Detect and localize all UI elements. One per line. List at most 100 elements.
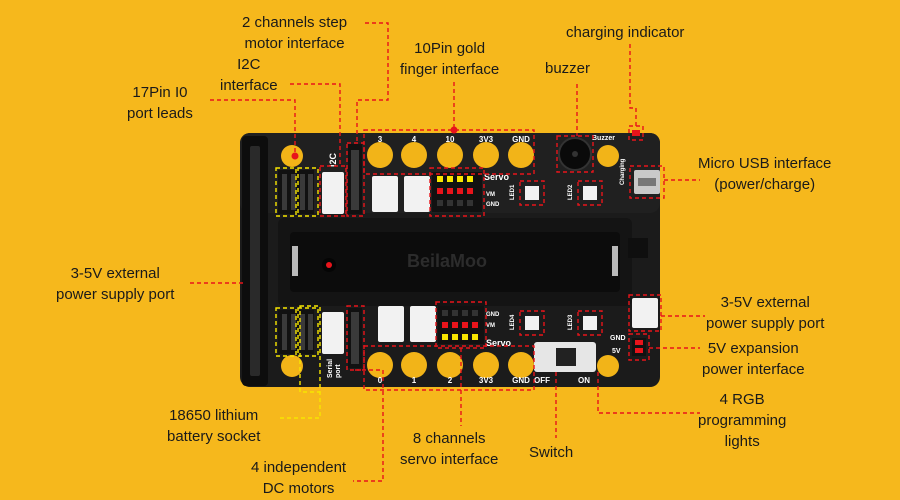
rgb-led: [525, 316, 539, 330]
i2c-silk-label: I2C: [328, 153, 338, 168]
top-pad: [508, 142, 534, 168]
box-expansion-5v: [628, 333, 650, 361]
leader-dot-port-leads: [291, 152, 299, 160]
label-rgb-lights: 4 RGB programming lights: [698, 389, 786, 452]
box-micro-usb: [629, 165, 665, 199]
top-pad: [437, 142, 463, 168]
label-step-motor: 2 channels step motor interface: [242, 12, 347, 54]
micro-usb-opening: [638, 178, 656, 186]
leader-port-leads: [210, 99, 296, 156]
top-pad: [473, 142, 499, 168]
box-led-bottom-2: [577, 310, 603, 336]
buzzer-silk-label: Buzzer: [592, 135, 615, 142]
top-pad: [367, 142, 393, 168]
bottom-pad: [508, 352, 534, 378]
label-dc-motors: 4 independent DC motors: [251, 457, 346, 499]
vm-silk-label: VM: [486, 323, 495, 329]
vm-silk-label: VM: [486, 192, 495, 198]
charging-led: [632, 130, 640, 136]
label-line: power supply port: [56, 286, 175, 303]
label-line: 17Pin I0: [132, 84, 188, 101]
box-io-top-a: [275, 167, 297, 217]
box-dc-motor: [346, 305, 365, 371]
top-pad-label: 10: [446, 135, 455, 144]
bottom-pad: [473, 352, 499, 378]
leader-step-motor: [356, 22, 389, 143]
box-gold-finger-top: [363, 129, 535, 175]
bottom-pad-label: 1: [412, 376, 417, 385]
bottom-pad: [401, 352, 427, 378]
expansion-pin: [635, 340, 643, 345]
top-pad-row: 3 4 10 3V3 GND: [367, 135, 534, 168]
box-led-top-2: [577, 180, 603, 206]
charging-silk-label: Charging: [620, 158, 626, 185]
leader-battery-socket: [280, 392, 321, 419]
label-line: Micro USB interface: [698, 155, 832, 172]
led-silk-label: LED3: [568, 314, 574, 330]
box-servo-top: [429, 167, 485, 217]
mounting-hole-br: [597, 355, 619, 377]
box-ext-power-right: [628, 294, 662, 332]
label-line: 18650 lithium: [169, 407, 259, 424]
battery-contact-left: [292, 246, 298, 276]
label-i2c: I2C interface: [220, 54, 278, 96]
leader-lines: [190, 22, 705, 482]
label-buzzer: buzzer: [545, 58, 590, 79]
label-line: (power/charge): [714, 176, 816, 193]
box-step-motor: [346, 142, 365, 217]
label-line: lights: [724, 433, 760, 450]
label-line: power interface: [702, 361, 805, 378]
bottom-pad-label: 0: [378, 376, 383, 385]
led-silk-label: LED1: [510, 184, 516, 200]
mounting-hole-tr: [597, 145, 619, 167]
microbit-slot-groove: [250, 146, 260, 376]
label-line: I2C: [237, 56, 261, 73]
label-line: 8 channels: [412, 430, 486, 447]
top-pad-label: 4: [412, 135, 417, 144]
leader-dc-motors: [353, 369, 384, 482]
leader-rgb: [597, 372, 700, 414]
bottom-pad: [437, 352, 463, 378]
label-line: 3-5V external: [70, 265, 160, 282]
serial-silk-label: port: [335, 364, 342, 378]
top-pad: [401, 142, 427, 168]
label-line: 2 channels step: [242, 14, 348, 31]
servo-header-top: [432, 172, 482, 212]
highlight-boxes: [319, 125, 665, 391]
io-highlight-boxes: [275, 167, 321, 393]
label-line: Switch: [529, 444, 574, 461]
i2c-connector: [322, 172, 344, 214]
servo-silk-label: Servo: [486, 338, 512, 348]
box-buzzer: [556, 135, 594, 173]
box-i2c: [319, 165, 347, 217]
buzzer-center: [572, 151, 578, 157]
expansion-pin: [635, 348, 643, 353]
label-line: interface: [220, 77, 278, 94]
switch-off-label: OFF: [534, 376, 550, 385]
label-charging-indicator: charging indicator: [566, 22, 684, 43]
label-line: 10Pin gold: [414, 40, 486, 57]
ext-power-connector: [632, 298, 658, 328]
gnd-silk-label: GND: [486, 202, 500, 208]
leader-dot-gold-finger: [450, 126, 458, 134]
dc-motor-pins: [351, 312, 359, 364]
label-line: power supply port: [706, 315, 825, 332]
top-pad-label: GND: [512, 135, 530, 144]
label-ext-power-left: 3-5V external power supply port: [56, 263, 174, 305]
chip: [628, 238, 648, 258]
label-gold-finger: 10Pin gold finger interface: [400, 38, 499, 80]
box-io-bottom-b: [297, 307, 319, 357]
servo-header-bottom: [438, 306, 484, 344]
box-serial-area: [299, 305, 321, 393]
label-servo: 8 channels servo interface: [400, 428, 498, 470]
gnd-right-silk-label: GND: [610, 335, 626, 342]
leader-charging: [629, 44, 637, 126]
label-line: DC motors: [262, 480, 335, 497]
5v-silk-label: 5V: [612, 348, 621, 355]
rgb-led: [583, 186, 597, 200]
bottom-pad-label: 3V3: [479, 376, 494, 385]
bottom-pad-row: 0 1 2 3V3 GND: [367, 352, 534, 385]
mounting-hole-bl: [281, 355, 303, 377]
top-pad-label: 3V3: [479, 135, 494, 144]
